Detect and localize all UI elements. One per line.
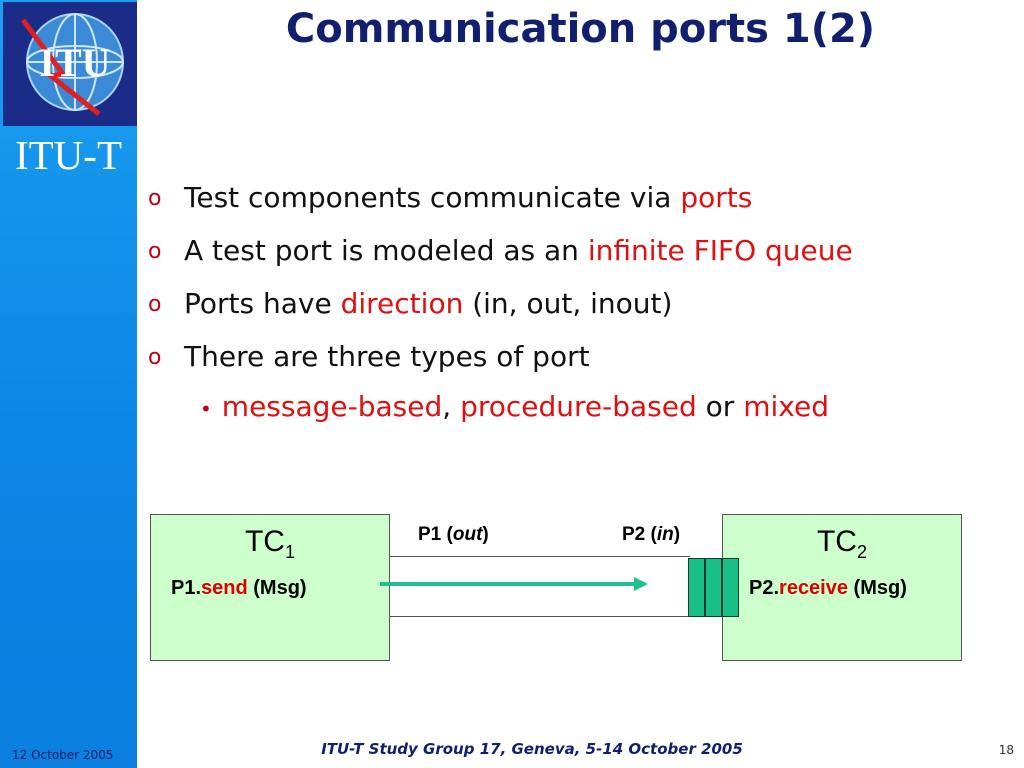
tc2-operation: P2.receive (Msg)	[749, 577, 907, 599]
message-arrow-icon	[380, 577, 648, 591]
queue-slot	[722, 558, 739, 617]
port-2-label: P2 (in)	[622, 524, 681, 545]
bullet-marker-icon: o	[148, 239, 162, 264]
footer-date: 12 October 2005	[12, 748, 114, 762]
test-component-2: TC2 P2.receive (Msg)	[722, 514, 962, 661]
port-type-mixed: mixed	[743, 390, 829, 423]
tc1-operation: P1.send (Msg)	[171, 577, 307, 599]
sub-bullet-item: • message-based, procedure-based or mixed	[200, 385, 1018, 429]
slide-title: Communication ports 1(2)	[285, 6, 876, 52]
separator: ,	[442, 390, 452, 423]
port-type-procedure: procedure-based	[460, 390, 697, 423]
bullet-marker-icon: o	[148, 292, 162, 317]
conjunction: or	[696, 390, 744, 423]
bullet-text: Ports have	[184, 287, 341, 320]
bullet-text: Test components communicate via	[184, 181, 681, 214]
port-type-message: message-based	[221, 390, 443, 423]
logo-text: ITU	[39, 40, 110, 85]
port-diagram: TC1 P1.send (Msg) TC2 P2.receive (Msg) P…	[150, 514, 962, 662]
queue-slot	[705, 558, 722, 617]
bullet-item: o There are three types of port	[148, 332, 1018, 385]
sub-bullet-dot-icon: •	[200, 397, 212, 421]
itu-t-label: ITU-T	[14, 132, 122, 178]
globe-icon: ITU	[20, 13, 124, 116]
bullet-marker-icon: o	[148, 186, 162, 211]
bullet-item: o Test components communicate via ports	[148, 173, 1018, 226]
tc2-title: TC2	[816, 525, 867, 562]
sidebar: ITU ITU-T 12 October 2005	[0, 0, 137, 768]
page-number: 18	[998, 743, 1014, 757]
bullet-highlight: direction	[340, 287, 464, 320]
bullet-item: o Ports have direction (in, out, inout)	[148, 279, 1018, 332]
bullet-text-tail: (in, out, inout)	[463, 287, 673, 320]
bullet-text: There are three types of port	[184, 340, 590, 373]
bullet-text: A test port is modeled as an	[184, 234, 588, 267]
bullet-list: o Test components communicate via ports …	[148, 173, 1018, 429]
queue-slot	[688, 558, 705, 617]
bullet-marker-icon: o	[148, 345, 162, 370]
tc1-title: TC1	[244, 525, 295, 562]
port-1-label: P1 (out)	[418, 524, 489, 545]
bullet-highlight: ports	[680, 181, 753, 214]
itu-logo: ITU	[3, 2, 137, 126]
bullet-highlight: infinite FIFO queue	[587, 234, 853, 267]
footer-event: ITU-T Study Group 17, Geneva, 5-14 Octob…	[321, 740, 743, 758]
bullet-item: o A test port is modeled as an infinite …	[148, 226, 1018, 279]
test-component-1: TC1 P1.send (Msg)	[150, 514, 390, 661]
